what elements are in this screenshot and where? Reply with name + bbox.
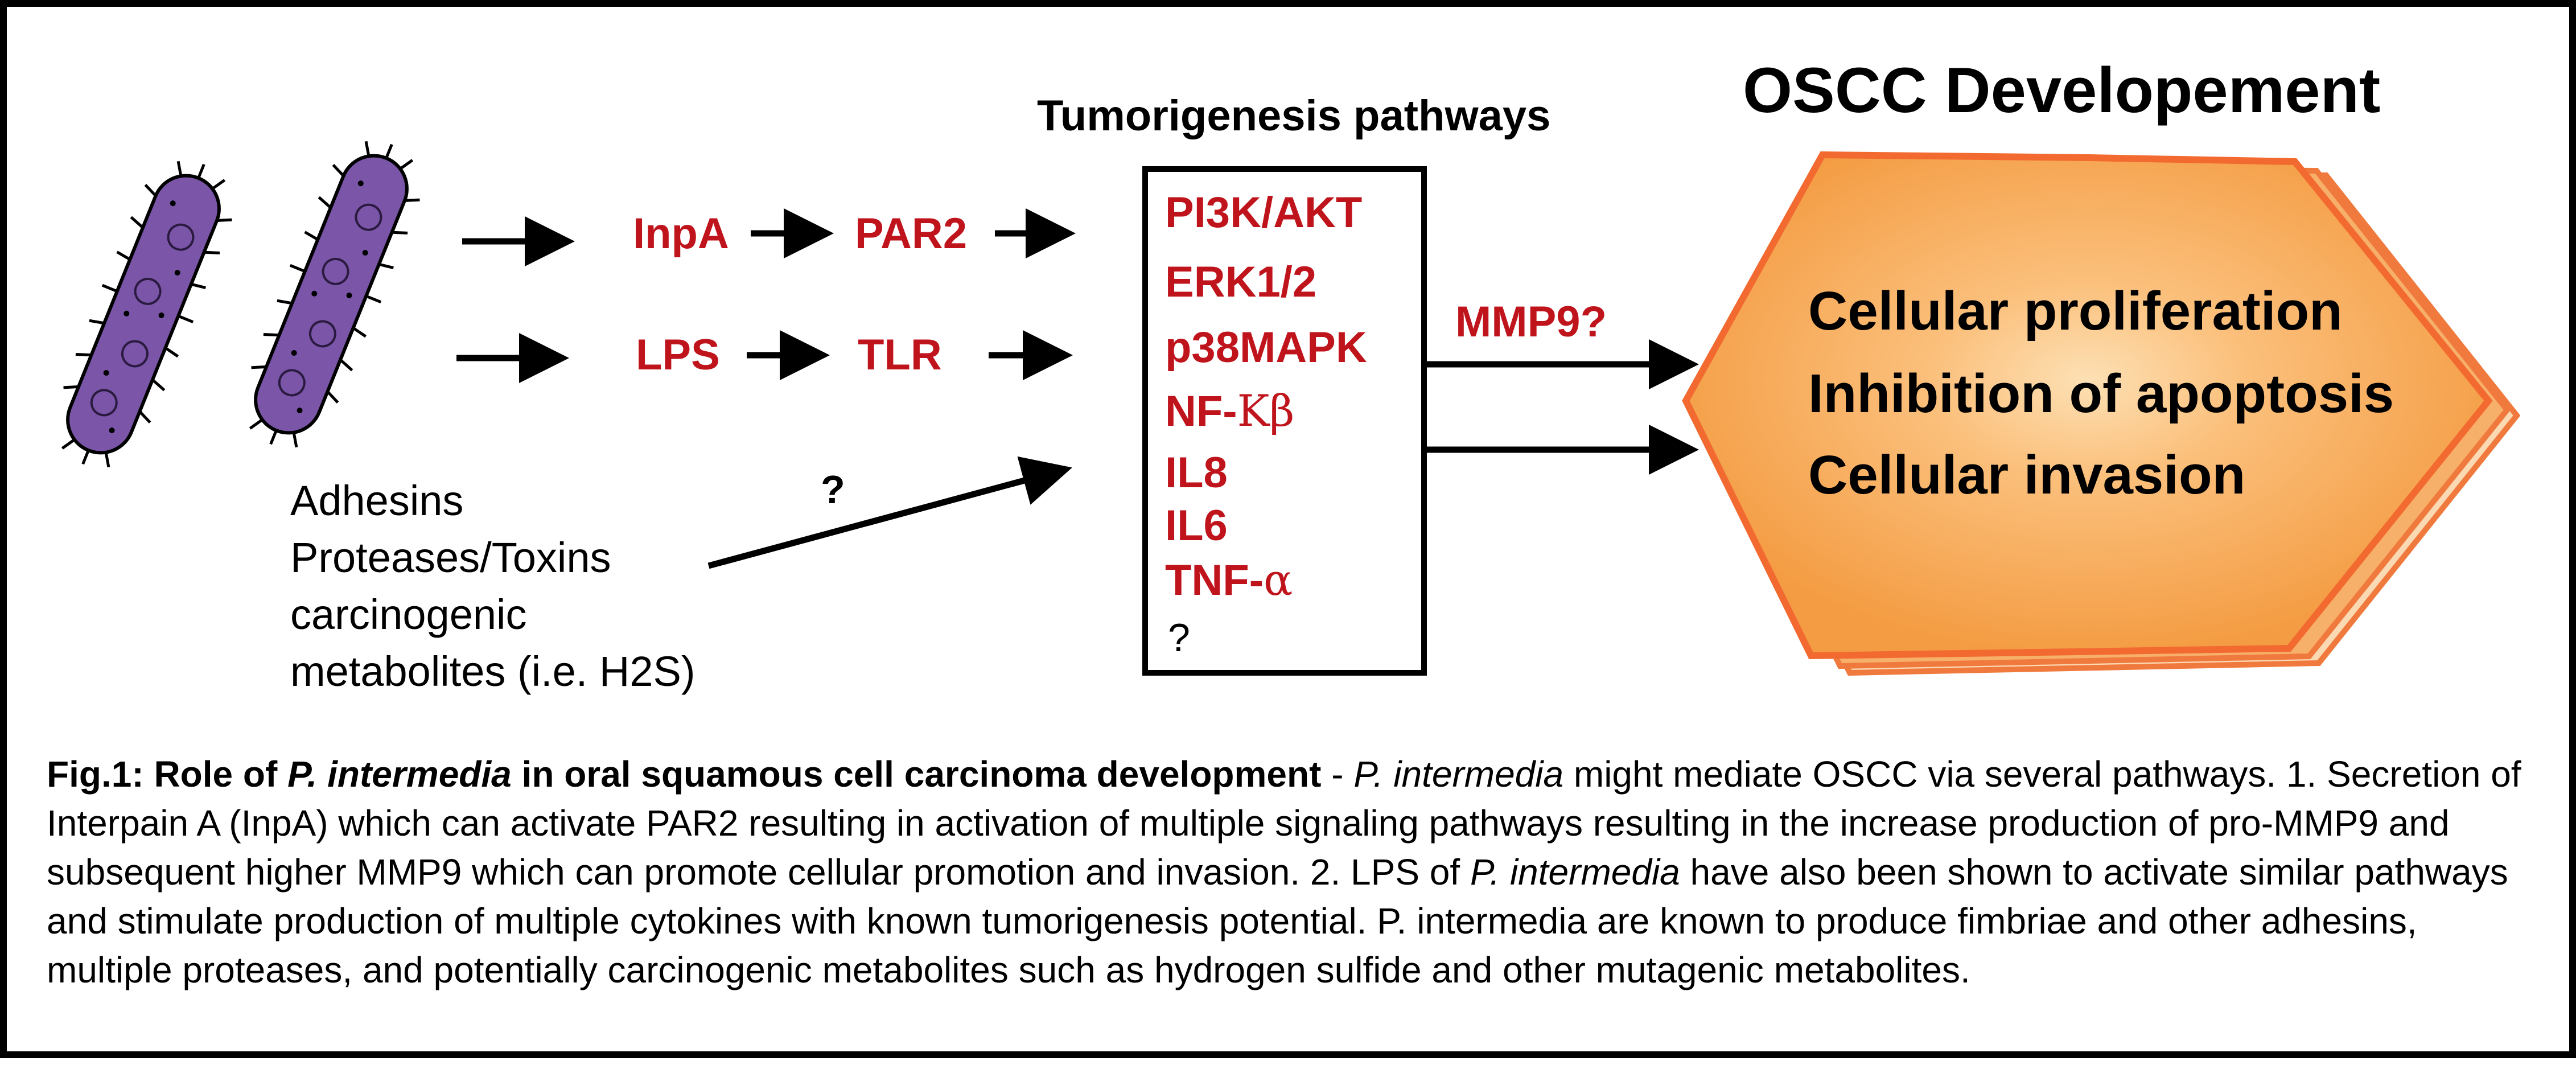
tnf-prefix: TNF- xyxy=(1165,556,1264,605)
lps-label: LPS xyxy=(636,331,720,379)
outcome-item: Cellular invasion xyxy=(1808,445,2246,505)
figure-caption: Fig.1: Role of P. intermedia in oral squ… xyxy=(47,750,2551,994)
factor-item: carcinogenic xyxy=(290,591,527,638)
caption-title-pre: Role of xyxy=(154,754,278,795)
tlr-label: TLR xyxy=(858,331,942,379)
pathways-header: Tumorigenesis pathways xyxy=(1037,92,1551,140)
pathway-tnf: TNF-α xyxy=(1165,554,1293,605)
arrow-factors-to-box xyxy=(707,456,1072,569)
unknown-factor-question: ? xyxy=(821,467,845,512)
pathway-unknown: ? xyxy=(1168,615,1190,660)
caption-title-post: in oral squamous cell carcinoma developm… xyxy=(521,754,1322,795)
diagram-graphics xyxy=(61,141,2521,676)
pathway-p38: p38MAPK xyxy=(1165,323,1367,372)
outcome-item: Cellular proliferation xyxy=(1808,281,2343,342)
outcome-item: Inhibition of apoptosis xyxy=(1808,363,2394,424)
caption-title-species: P. intermedia xyxy=(287,754,512,795)
pathway-erk: ERK1/2 xyxy=(1165,258,1317,306)
caption-body-species: P. intermedia xyxy=(1353,754,1564,795)
caption-fig-label: Fig.1: xyxy=(47,754,144,795)
factor-item: Adhesins xyxy=(290,477,464,524)
factor-item: metabolites (i.e. H2S) xyxy=(290,648,696,695)
pathway-il8: IL8 xyxy=(1165,449,1228,497)
caption-body-part1: might mediate OSCC via several pathways.… xyxy=(47,754,2521,893)
pathway-il6: IL6 xyxy=(1165,501,1228,550)
mmp9-label: MMP9? xyxy=(1455,298,1607,346)
tnf-greek: α xyxy=(1264,554,1293,605)
pathway-nfkb: NF-Κβ xyxy=(1165,385,1294,436)
pathways-box xyxy=(1142,166,1427,676)
caption-body-species-2: P. intermedia xyxy=(1470,852,1680,893)
oscc-octagon xyxy=(1682,151,2521,676)
bacterium-icon xyxy=(61,161,232,468)
nfkb-prefix: NF- xyxy=(1165,387,1237,435)
par2-label: PAR2 xyxy=(855,209,968,258)
nfkb-greek: Κβ xyxy=(1237,385,1295,436)
oscc-title: OSCC Developement xyxy=(1743,55,2381,126)
caption-dash: - xyxy=(1331,754,1344,795)
inpa-label: InpA xyxy=(633,209,729,258)
caption-body-part2: have also been shown to activate similar… xyxy=(47,852,2508,990)
bacterium-icon xyxy=(249,141,420,448)
factor-item: Proteases/Toxins xyxy=(290,534,611,581)
pathway-pi3k: PI3K/AKT xyxy=(1165,188,1363,237)
